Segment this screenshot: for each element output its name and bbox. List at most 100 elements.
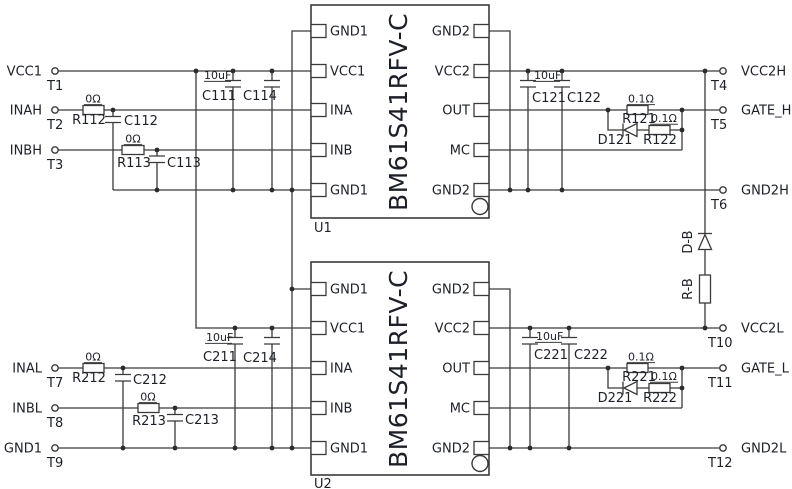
capacitor-ref: C112: [124, 114, 158, 129]
terminal-label: VCC2L: [741, 322, 784, 337]
capacitor-ref: C213: [185, 413, 219, 428]
u1-pin-out: OUT: [442, 104, 470, 119]
capacitor-ref: C122: [567, 91, 601, 106]
terminal-circle: [719, 324, 727, 332]
capacitor-ref: C212: [133, 373, 167, 388]
u1-ref: U1: [314, 221, 332, 236]
resistor-value: 0.1Ω: [651, 370, 677, 383]
resistor-r112: 0Ω R112: [72, 93, 106, 129]
terminal-ref: T3: [46, 158, 63, 173]
resistor-ref: R121: [622, 112, 656, 127]
resistor-ref: R-B: [681, 278, 696, 300]
resistor-r213: 0Ω R213: [132, 391, 166, 430]
diode-ref: D-B: [681, 230, 696, 253]
terminal-circle: [719, 186, 727, 194]
capacitor-ref: C114: [243, 89, 277, 104]
capacitor-c214: C214: [243, 336, 280, 366]
u2-pin-out: OUT: [442, 362, 470, 377]
u1-pin-mc: MC: [450, 144, 470, 159]
terminal-t3: INBH T3: [10, 144, 63, 174]
capacitor-c222: C222: [561, 336, 608, 363]
terminal-ref: T1: [46, 79, 63, 94]
resistor-rb: R-B: [681, 274, 712, 304]
terminal-label: GND2L: [741, 442, 787, 457]
terminal-t9: GND1 T9: [4, 442, 63, 472]
terminal-t12: GND2L T12: [707, 442, 787, 472]
resistor-value: 0.1Ω: [628, 351, 654, 364]
terminal-ref: T2: [46, 118, 63, 133]
resistor-r222: 0.1Ω R222: [643, 370, 678, 406]
terminal-label: GATE_L: [741, 362, 790, 377]
u2-pin-ina: INA: [330, 362, 353, 377]
terminal-circle: [51, 364, 59, 372]
diode-ref: D121: [598, 133, 633, 148]
terminal-label: INBL: [12, 402, 42, 417]
resistor-value: 0Ω: [140, 391, 155, 404]
capacitor-ref: C121: [532, 91, 566, 106]
capacitor-c112: C112: [105, 114, 158, 129]
terminal-label: GND2H: [741, 184, 789, 199]
u1-pin-gnd1-top: GND1: [330, 25, 368, 40]
capacitor-c113: C113: [149, 155, 201, 171]
terminal-t4: VCC2H T4: [710, 65, 786, 95]
u2-pin-gnd2-top: GND2: [432, 283, 470, 298]
u1-pin-ina: INA: [330, 104, 353, 119]
terminal-ref: T9: [46, 456, 63, 471]
terminal-circle: [719, 67, 727, 75]
resistor-r221: 0.1Ω R221: [622, 351, 656, 386]
u2-pin-vcc1: VCC1: [330, 322, 365, 337]
terminal-label: INBH: [10, 144, 42, 159]
terminal-t5: GATE_H T5: [710, 104, 791, 134]
terminal-label: INAL: [12, 362, 42, 377]
capacitor-c213: C213: [167, 413, 219, 428]
terminal-t11: GATE_L T11: [707, 362, 790, 392]
resistor-r121: 0.1Ω R121: [622, 93, 656, 128]
terminal-circle: [719, 444, 727, 452]
u2-pin-gnd1-top: GND1: [330, 283, 368, 298]
terminal-circle: [719, 106, 727, 114]
capacitor-c111: 10uF C111: [202, 69, 241, 104]
terminal-ref: T4: [710, 79, 727, 94]
capacitor-value: 10uF: [534, 69, 561, 82]
resistor-value: 0Ω: [85, 93, 100, 106]
terminal-t7: INAL T7: [12, 362, 63, 392]
terminal-circle: [51, 146, 59, 154]
u2-pin1-indicator: [471, 454, 489, 473]
resistor-value: 0Ω: [85, 351, 100, 364]
u1-pin-vcc2: VCC2: [435, 65, 470, 80]
resistor-value: 0.1Ω: [628, 93, 654, 106]
capacitor-ref: C113: [167, 156, 201, 171]
terminal-ref: T7: [46, 376, 63, 391]
terminal-circle: [51, 404, 59, 412]
terminal-ref: T6: [710, 198, 727, 213]
terminal-t1: VCC1 T1: [7, 65, 64, 95]
terminal-t8: INBL T8: [12, 402, 63, 432]
terminal-ref: T10: [707, 336, 732, 351]
u1-part-number: BM61S41RFV-C: [384, 13, 413, 211]
diode-d121: D121: [598, 122, 638, 148]
diode-db: D-B: [681, 230, 713, 254]
terminal-circle: [51, 67, 59, 75]
capacitor-c121: 10uF C121: [520, 69, 566, 106]
capacitor-c211: 10uF C211: [203, 331, 243, 365]
resistor-r122: 0.1Ω R122: [643, 112, 678, 148]
u2-pin-inb: INB: [330, 402, 352, 417]
terminal-label: GND1: [4, 442, 42, 457]
resistor-value: 0Ω: [125, 133, 140, 146]
u1-pin-gnd1-bot: GND1: [330, 184, 368, 199]
terminal-t6: GND2H T6: [710, 184, 789, 214]
resistor-ref: R122: [643, 133, 677, 148]
resistor-value: 0.1Ω: [651, 112, 677, 125]
terminal-t2: INAH T2: [10, 104, 63, 134]
terminal-circle: [51, 106, 59, 114]
u2-part-number: BM61S41RFV-C: [384, 270, 413, 468]
capacitor-c212: C212: [115, 373, 167, 388]
u2-pin-gnd2-bot: GND2: [432, 442, 470, 457]
terminal-label: INAH: [10, 104, 42, 119]
u1-pin1-indicator: [471, 197, 489, 216]
terminal-ref: T12: [707, 456, 732, 471]
resistor-r113: 0Ω R113: [117, 133, 151, 172]
resistor-ref: R113: [117, 156, 151, 171]
capacitor-ref: C222: [574, 348, 608, 363]
